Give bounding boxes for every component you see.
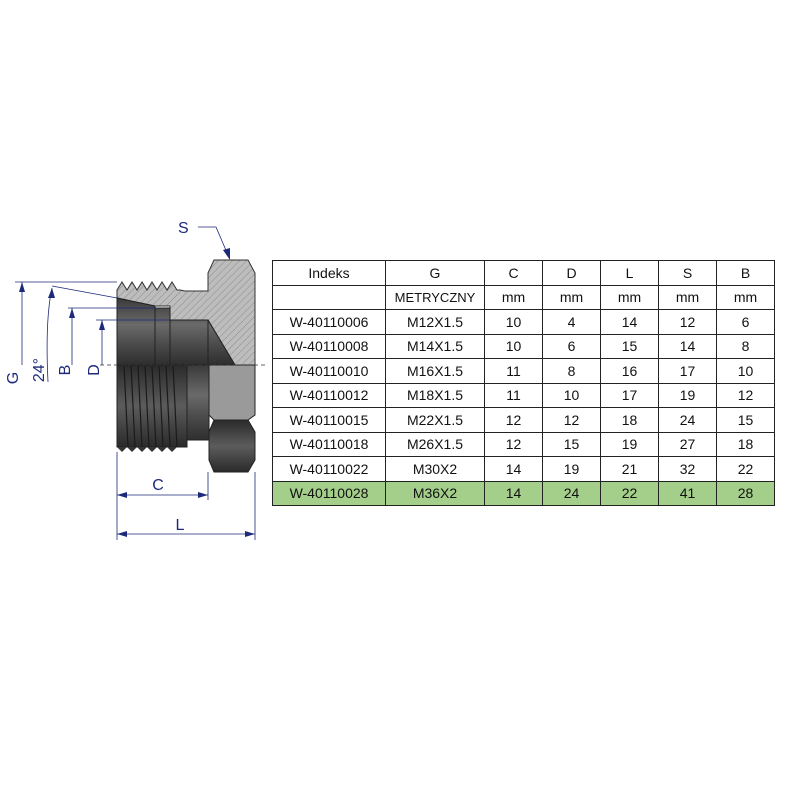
cell-l: 18 — [600, 407, 659, 433]
cell-c: 10 — [484, 333, 543, 359]
dim-label-S: S — [178, 220, 189, 237]
cell-b: 12 — [716, 382, 775, 408]
header-cell: L — [600, 260, 659, 286]
cell-l: 17 — [600, 382, 659, 408]
cell-s: 27 — [658, 431, 717, 457]
cell-b: 28 — [716, 480, 775, 506]
external-view — [116, 364, 256, 473]
unit-cell: METRYCZNY — [385, 284, 485, 310]
header-cell: C — [484, 260, 543, 286]
unit-cell: mm — [658, 284, 717, 310]
cell-d: 12 — [542, 407, 601, 433]
cell-g: M36X2 — [385, 480, 485, 506]
unit-cell: mm — [484, 284, 543, 310]
cell-l: 19 — [600, 431, 659, 457]
cell-g: M18X1.5 — [385, 382, 485, 408]
header-cell: G — [385, 260, 485, 286]
cell-index: W-40110012 — [272, 382, 386, 408]
dimension-arrows — [19, 248, 255, 537]
dim-label-G: G — [5, 372, 22, 384]
cell-c: 12 — [484, 407, 543, 433]
cell-index: W-40110022 — [272, 456, 386, 482]
cell-c: 14 — [484, 456, 543, 482]
unit-cell: mm — [542, 284, 601, 310]
cell-c: 11 — [484, 358, 543, 384]
cell-b: 15 — [716, 407, 775, 433]
cell-d: 8 — [542, 358, 601, 384]
cell-d: 15 — [542, 431, 601, 457]
cell-d: 4 — [542, 309, 601, 335]
table-units-row: METRYCZNY mm mm mm mm mm — [272, 284, 775, 310]
cell-b: 10 — [716, 358, 775, 384]
cell-d: 6 — [542, 333, 601, 359]
header-cell: S — [658, 260, 717, 286]
plug-fitting-drawing: S G 24° B D C L — [5, 220, 265, 540]
cell-d: 19 — [542, 456, 601, 482]
cell-b: 6 — [716, 309, 775, 335]
unit-cell: mm — [600, 284, 659, 310]
header-cell: D — [542, 260, 601, 286]
dim-label-B: B — [57, 365, 74, 376]
cell-l: 16 — [600, 358, 659, 384]
dim-label-angle: 24° — [31, 358, 48, 382]
cell-index: W-40110006 — [272, 309, 386, 335]
table-header-row: Indeks G C D L S B — [272, 260, 775, 286]
header-cell: B — [716, 260, 775, 286]
cell-s: 41 — [658, 480, 717, 506]
dim-label-D: D — [86, 364, 103, 376]
cell-s: 19 — [658, 382, 717, 408]
cell-g: M16X1.5 — [385, 358, 485, 384]
cell-index: W-40110018 — [272, 431, 386, 457]
cell-g: M12X1.5 — [385, 309, 485, 335]
cell-g: M30X2 — [385, 456, 485, 482]
section-view — [116, 259, 256, 366]
dimension-lines — [15, 226, 256, 540]
cell-index: W-40110008 — [272, 333, 386, 359]
unit-cell — [272, 284, 386, 310]
cell-s: 32 — [658, 456, 717, 482]
cell-c: 11 — [484, 382, 543, 408]
cell-b: 22 — [716, 456, 775, 482]
cell-c: 14 — [484, 480, 543, 506]
cell-index: W-40110028 — [272, 480, 386, 506]
cell-l: 22 — [600, 480, 659, 506]
cell-s: 12 — [658, 309, 717, 335]
cell-s: 14 — [658, 333, 717, 359]
cell-c: 12 — [484, 431, 543, 457]
cell-index: W-40110015 — [272, 407, 386, 433]
cell-l: 15 — [600, 333, 659, 359]
cell-g: M14X1.5 — [385, 333, 485, 359]
dimensions-table: Indeks G C D L S B METRYCZNY mm mm mm mm… — [272, 260, 775, 506]
cell-l: 14 — [600, 309, 659, 335]
header-cell: Indeks — [272, 260, 386, 286]
cell-l: 21 — [600, 456, 659, 482]
cell-s: 17 — [658, 358, 717, 384]
cell-index: W-40110010 — [272, 358, 386, 384]
dim-label-L: L — [176, 517, 185, 534]
unit-cell: mm — [716, 284, 775, 310]
dim-label-C: C — [152, 477, 164, 494]
cell-d: 24 — [542, 480, 601, 506]
cell-g: M26X1.5 — [385, 431, 485, 457]
cell-b: 8 — [716, 333, 775, 359]
cell-g: M22X1.5 — [385, 407, 485, 433]
cell-c: 10 — [484, 309, 543, 335]
cell-s: 24 — [658, 407, 717, 433]
cell-d: 10 — [542, 382, 601, 408]
cell-b: 18 — [716, 431, 775, 457]
